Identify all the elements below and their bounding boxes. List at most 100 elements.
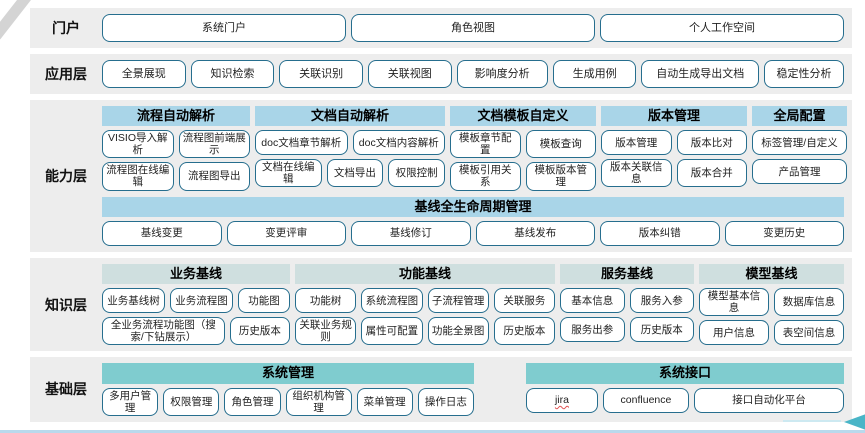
capability-group-doc-parse: 文档自动解析 doc文档章节解析 doc文档内容解析 文档在线编辑 文档导出 权… — [255, 106, 445, 191]
foundation-group-system-mgmt: 系统管理 多用户管理 权限管理 角色管理 组织机构管理 菜单管理 操作日志 — [102, 363, 474, 416]
fnd-chip-menu-mgmt[interactable]: 菜单管理 — [356, 387, 413, 416]
fnd-chip-role-mgmt[interactable]: 角色管理 — [224, 387, 281, 416]
knw-chip-full-business-map[interactable]: 全业务流程功能图（搜索/下钻展示） — [102, 317, 225, 346]
fnd-chip-jira[interactable]: jira — [526, 387, 598, 413]
fnd-chip-operation-log[interactable]: 操作日志 — [417, 387, 474, 416]
knw-chip-basic-info[interactable]: 基本信息 — [560, 288, 625, 314]
cap-chip-product-mgmt[interactable]: 产品管理 — [752, 159, 847, 185]
knw-chip-business-flowchart[interactable]: 业务流程图 — [170, 288, 233, 314]
knw-chip-model-basic-info[interactable]: 模型基本信息 — [699, 288, 769, 317]
fnd-chip-org-mgmt[interactable]: 组织机构管理 — [285, 387, 352, 416]
cap-chip-version-mgmt[interactable]: 版本管理 — [601, 130, 672, 156]
group-header-system-interface: 系统接口 — [526, 363, 844, 384]
cap-chip-flow-front-display[interactable]: 流程图前端展示 — [178, 130, 250, 159]
layer-application-label: 应用层 — [45, 66, 87, 82]
cap-chip-baseline-revise[interactable]: 基线修订 — [351, 220, 471, 246]
fnd-chip-interface-automation[interactable]: 接口自动化平台 — [694, 387, 844, 413]
knw-chip-tablespace-info[interactable]: 表空间信息 — [774, 320, 844, 346]
capability-group-global-config: 全局配置 标签管理/自定义 产品管理 — [752, 106, 847, 191]
cap-chip-baseline-release[interactable]: 基线发布 — [475, 220, 595, 246]
knw-chip-service-output[interactable]: 服务出参 — [560, 317, 625, 343]
knw-chip-related-service[interactable]: 关联服务 — [493, 288, 555, 314]
knw-chip-business-tree[interactable]: 业务基线树 — [102, 288, 165, 314]
cap-chip-doc-online-edit[interactable]: 文档在线编辑 — [255, 159, 322, 188]
portal-chip-role-view[interactable]: 角色视图 — [351, 14, 595, 42]
layer-knowledge-label: 知识层 — [45, 296, 87, 313]
layer-knowledge: 知识层 业务基线 业务基线树 业务流程图 功能图 全业务流程功能图（搜索/下钻展… — [30, 257, 852, 352]
fnd-chip-multiuser-mgmt[interactable]: 多用户管理 — [102, 387, 159, 416]
cap-chip-template-version[interactable]: 模板版本管理 — [525, 162, 596, 191]
knw-chip-function-tree[interactable]: 功能树 — [295, 288, 357, 314]
knw-chip-service-input[interactable]: 服务入参 — [629, 288, 694, 314]
cap-chip-version-correction[interactable]: 版本纠错 — [600, 220, 720, 246]
group-header-service-baseline: 服务基线 — [560, 263, 694, 285]
fnd-chip-permission-mgmt[interactable]: 权限管理 — [163, 387, 220, 416]
knw-chip-function-chart[interactable]: 功能图 — [238, 288, 290, 314]
knw-chip-database-info[interactable]: 数据库信息 — [774, 288, 844, 317]
layer-capability: 能力层 流程自动解析 VISIO导入解析 流程图前端展示 流程图在线编辑 流程图… — [30, 100, 852, 252]
knowledge-group-function-baseline: 功能基线 功能树 系统流程图 子流程管理 关联服务 关联业务规则 属性可配置 功… — [295, 263, 555, 346]
layer-capability-label: 能力层 — [45, 167, 87, 184]
cap-chip-change-review[interactable]: 变更评审 — [226, 220, 346, 246]
group-header-business-baseline: 业务基线 — [102, 263, 290, 285]
cap-chip-change-history[interactable]: 变更历史 — [724, 220, 844, 246]
cap-chip-doc-chapter-parse[interactable]: doc文档章节解析 — [255, 130, 348, 156]
cap-chip-version-merge[interactable]: 版本合并 — [676, 159, 747, 188]
group-header-doc-parse: 文档自动解析 — [255, 106, 445, 127]
arrow-line-decoration — [783, 420, 841, 422]
group-header-function-baseline: 功能基线 — [295, 263, 555, 285]
cap-chip-flow-online-edit[interactable]: 流程图在线编辑 — [102, 162, 174, 191]
cap-chip-flow-export[interactable]: 流程图导出 — [178, 162, 250, 191]
group-header-baseline-lifecycle: 基线全生命周期管理 — [102, 196, 844, 217]
cap-chip-template-chapter-config[interactable]: 模板章节配置 — [450, 130, 521, 159]
knw-chip-subprocess-mgmt[interactable]: 子流程管理 — [427, 288, 489, 314]
app-chip-relation-view[interactable]: 关联视图 — [367, 60, 452, 88]
portal-chip-system-portal[interactable]: 系统门户 — [102, 14, 346, 42]
bottom-border-line — [0, 430, 865, 433]
cap-chip-template-ref[interactable]: 模板引用关系 — [450, 162, 521, 191]
app-chip-stability-analysis[interactable]: 稳定性分析 — [764, 60, 844, 88]
knw-chip-system-flowchart[interactable]: 系统流程图 — [361, 288, 423, 314]
knowledge-group-business-baseline: 业务基线 业务基线树 业务流程图 功能图 全业务流程功能图（搜索/下钻展示） 历… — [102, 263, 290, 346]
group-header-system-mgmt: 系统管理 — [102, 363, 474, 384]
knw-chip-history-version-svc[interactable]: 历史版本 — [629, 317, 694, 343]
app-chip-relation-identify[interactable]: 关联识别 — [279, 60, 363, 88]
layer-foundation-label: 基础层 — [45, 381, 87, 398]
group-header-model-baseline: 模型基线 — [699, 263, 844, 285]
capability-group-doc-template: 文档模板自定义 模板章节配置 模板查询 模板引用关系 模板版本管理 — [450, 106, 596, 191]
cap-chip-doc-export[interactable]: 文档导出 — [326, 159, 384, 188]
knw-chip-history-version-biz[interactable]: 历史版本 — [229, 317, 290, 346]
knowledge-group-service-baseline: 服务基线 基本信息 服务入参 服务出参 历史版本 — [560, 263, 694, 345]
group-header-process-parse: 流程自动解析 — [102, 106, 250, 127]
layer-foundation: 基础层 系统管理 多用户管理 权限管理 角色管理 组织机构管理 菜单管理 操作日… — [30, 357, 852, 422]
layer-application: 应用层 全景展现 知识检索 关联识别 关联视图 影响度分析 生成用例 自动生成导… — [30, 54, 852, 94]
knw-chip-attribute-config[interactable]: 属性可配置 — [361, 317, 423, 346]
knw-chip-function-panorama[interactable]: 功能全景图 — [427, 317, 489, 346]
foundation-group-system-interface: 系统接口 jira confluence 接口自动化平台 — [526, 363, 844, 415]
app-chip-auto-export-doc[interactable]: 自动生成导出文档 — [641, 60, 760, 88]
cap-chip-template-query[interactable]: 模板查询 — [525, 130, 596, 159]
cap-chip-version-compare[interactable]: 版本比对 — [676, 130, 747, 156]
cap-chip-tag-mgmt[interactable]: 标签管理/自定义 — [752, 130, 847, 156]
capability-group-version-mgmt: 版本管理 版本管理 版本比对 版本关联信息 版本合并 — [601, 106, 747, 191]
left-arrow-icon — [844, 414, 865, 430]
portal-chip-personal-workspace[interactable]: 个人工作空间 — [600, 14, 844, 42]
fnd-chip-confluence[interactable]: confluence — [602, 387, 689, 413]
layer-portal-label: 门户 — [52, 20, 80, 36]
cap-chip-doc-content-parse[interactable]: doc文档内容解析 — [352, 130, 445, 156]
capability-group-process-parse: 流程自动解析 VISIO导入解析 流程图前端展示 流程图在线编辑 流程图导出 — [102, 106, 250, 191]
cap-chip-permission-control[interactable]: 权限控制 — [388, 159, 445, 188]
cap-chip-visio-import[interactable]: VISIO导入解析 — [102, 130, 174, 159]
app-chip-impact-analysis[interactable]: 影响度分析 — [456, 60, 548, 88]
app-chip-generate-usecase[interactable]: 生成用例 — [552, 60, 637, 88]
app-chip-knowledge-search[interactable]: 知识检索 — [190, 60, 275, 88]
knw-chip-related-business-rule[interactable]: 关联业务规则 — [295, 317, 357, 346]
cap-chip-version-relation[interactable]: 版本关联信息 — [601, 159, 672, 188]
layer-portal: 门户 系统门户 角色视图 个人工作空间 — [30, 8, 852, 48]
app-chip-panorama[interactable]: 全景展现 — [102, 60, 186, 88]
knowledge-group-model-baseline: 模型基线 模型基本信息 数据库信息 用户信息 表空间信息 — [699, 263, 844, 346]
cap-chip-baseline-change[interactable]: 基线变更 — [102, 220, 222, 246]
knw-chip-user-info[interactable]: 用户信息 — [699, 320, 769, 346]
knw-chip-history-version-func[interactable]: 历史版本 — [493, 317, 555, 346]
